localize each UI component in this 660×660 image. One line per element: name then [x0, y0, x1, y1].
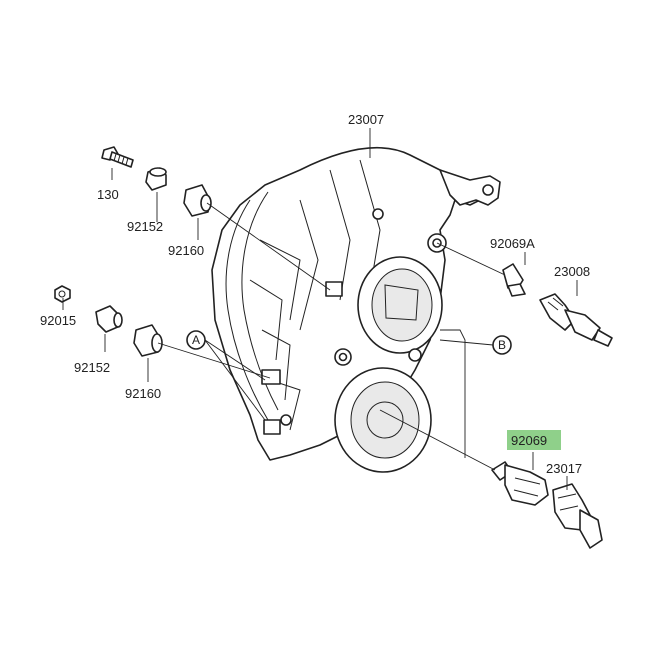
grommet-92152-top: [145, 167, 167, 191]
label-92069: 92069: [511, 433, 547, 448]
bulb-92069A: [502, 263, 526, 297]
rubber-92160-top: [183, 184, 212, 217]
label-23017: 23017: [546, 461, 582, 476]
highlight-box: [507, 430, 561, 450]
bulb-92069: [491, 461, 549, 506]
label-130: 130: [97, 187, 119, 202]
label-92069-highlighted: 92069: [507, 430, 561, 450]
rubber-92160-bottom: [133, 324, 163, 357]
label-23008: 23008: [554, 264, 590, 279]
headlight-housing: [211, 147, 501, 473]
callout-b-text: B: [498, 338, 506, 352]
grommet-92152-bottom: [95, 305, 123, 333]
nut-92015: [54, 285, 71, 303]
socket-23017: [552, 483, 603, 549]
label-92069A: 92069A: [490, 236, 535, 251]
callout-b: B: [492, 335, 512, 355]
label-92015: 92015: [40, 313, 76, 328]
label-92160-top: 92160: [168, 243, 204, 258]
label-92160-bottom: 92160: [125, 386, 161, 401]
label-23007: 23007: [348, 112, 384, 127]
leader-lines: [62, 128, 578, 490]
callout-a: A: [186, 330, 206, 350]
bolt-130: [101, 146, 134, 168]
label-92152-top: 92152: [127, 219, 163, 234]
socket-23008: [539, 293, 613, 347]
callout-a-text: A: [192, 333, 200, 347]
label-92152-bottom: 92152: [74, 360, 110, 375]
